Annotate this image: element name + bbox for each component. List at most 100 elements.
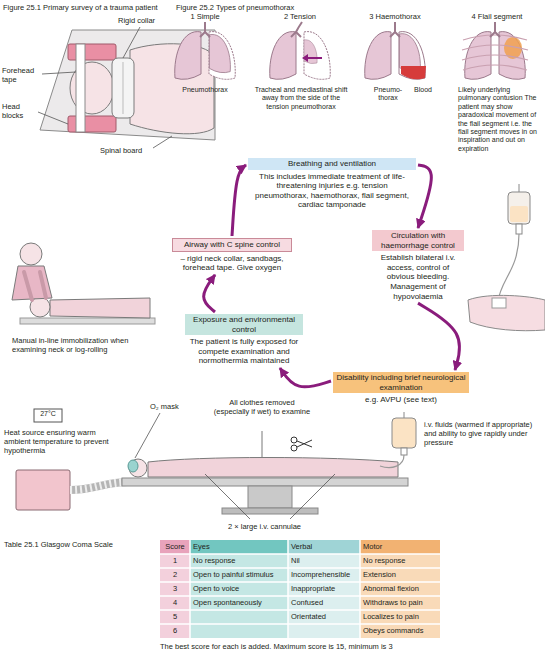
operating-scene-part xyxy=(290,474,335,519)
spinal-board-illustration-part xyxy=(123,62,124,114)
part-label: 2 × large i.v. cannulae xyxy=(228,522,301,531)
glasgow-table-grid-part xyxy=(160,540,190,554)
part-label: Head blocks xyxy=(2,102,40,120)
table-cell: Obeys commands xyxy=(363,626,423,635)
tension-pneumothorax-lungs-part xyxy=(270,32,296,80)
lung-caption: Tracheal and mediastinal shift away from… xyxy=(254,86,348,111)
figure-title: Figure 25.2 Types of pneumothorax xyxy=(176,3,294,12)
table-note: The best score for each is added. Maximu… xyxy=(160,642,393,651)
table-cell: Open to voice xyxy=(193,584,239,593)
operating-scene-part xyxy=(291,437,297,443)
cycle-arrow xyxy=(204,275,215,312)
box-heading: Airway with C spine control xyxy=(172,238,292,252)
box-heading: Exposure and environmental control xyxy=(185,314,303,335)
tension-pneumothorax-lungs-part xyxy=(302,54,308,62)
operating-scene-part xyxy=(404,412,405,418)
operating-scene-part xyxy=(262,431,263,457)
haemothorax-lungs xyxy=(365,22,426,79)
simple-pneumothorax-lungs-part xyxy=(209,34,230,72)
lung-heading: 4 Flail segment xyxy=(460,12,534,21)
part-label: Rigid collar xyxy=(118,16,155,25)
note-label: i.v. fluids (warmed if appropriate) and … xyxy=(424,420,536,447)
lung-caption: Blood xyxy=(408,86,438,94)
tension-pneumothorax-lungs xyxy=(270,22,331,79)
iv-arm-illustration-part xyxy=(508,192,530,224)
table-cell: Incomprehensible xyxy=(291,570,350,579)
table-cell: 5 xyxy=(160,612,190,621)
lung-heading: 1 Simple xyxy=(175,12,235,21)
disability-box: Disability including brief neurological … xyxy=(333,372,469,405)
table-title: Table 25.1 Glasgow Coma Scale xyxy=(4,540,113,549)
iv-arm-illustration-part xyxy=(498,234,519,302)
box-body: e.g. AVPU (see text) xyxy=(333,393,469,405)
lung-heading: 2 Tension xyxy=(270,12,330,21)
spinal-board-illustration-part xyxy=(38,112,68,124)
iv-arm-illustration-part xyxy=(492,298,506,308)
flail-segment-lungs-part xyxy=(462,35,528,70)
operating-scene-part xyxy=(34,409,62,422)
table-cell: Inappropriate xyxy=(291,584,335,593)
box-heading: Circulation with haemorrhage control xyxy=(372,230,464,251)
operating-scene-part xyxy=(205,474,250,519)
iv-arm-illustration-part xyxy=(468,295,545,330)
tension-pneumothorax-lungs-part xyxy=(291,22,302,37)
table-cell: Verbal xyxy=(291,542,312,551)
glasgow-table-grid-part xyxy=(190,540,288,554)
simple-pneumothorax-lungs xyxy=(175,22,236,79)
manual-immobilization-figure-part xyxy=(20,318,155,324)
glasgow-table-grid-part xyxy=(360,540,440,554)
spinal-board-illustration-part xyxy=(112,58,134,118)
lung-heading: 3 Haemothorax xyxy=(360,12,430,21)
flail-segment-lungs-part xyxy=(490,22,500,37)
table-cell: Open spontaneously xyxy=(193,598,262,607)
table-cell: No response xyxy=(363,556,406,565)
simple-pneumothorax-lungs-part-part xyxy=(209,34,230,72)
simple-pneumothorax-lungs-part xyxy=(200,22,210,37)
cycle-arrow xyxy=(280,368,331,387)
table-cell: Abnormal flexion xyxy=(363,584,419,593)
operating-scene-part xyxy=(401,448,407,455)
simple-pneumothorax-lungs-part xyxy=(175,32,201,80)
operating-scene-part xyxy=(297,441,312,447)
box-heading: Disability including brief neurological … xyxy=(333,372,469,393)
operating-scene-part xyxy=(70,482,128,490)
manual-immobilization-figure-part xyxy=(12,266,52,300)
table-cell: Motor xyxy=(363,542,382,551)
table-cell: Score xyxy=(160,542,190,551)
operating-scene-part xyxy=(135,413,160,458)
note-label: Heat source ensuring warm ambient temper… xyxy=(4,428,122,455)
iv-arm-illustration-part xyxy=(516,224,522,234)
lung-caption: Likely underlying pulmonary contusion Th… xyxy=(458,86,542,153)
box-body: – rigid neck collar, sandbags, forehead … xyxy=(172,252,292,273)
operating-scene-part xyxy=(222,508,318,514)
spinal-board-illustration-part xyxy=(123,27,140,58)
part-label: Forehead tape xyxy=(2,66,42,84)
box-body: This includes immediate treatment of lif… xyxy=(248,170,416,210)
airway-box: Airway with C spine control– rigid neck … xyxy=(172,238,292,273)
table-cell: 2 xyxy=(160,570,190,579)
part-label: Spinal board xyxy=(100,146,142,155)
operating-scene-part xyxy=(148,458,398,478)
table-cell: 6 xyxy=(160,626,190,635)
cycle-arrow xyxy=(418,165,431,228)
manual-immobilization-figure-part xyxy=(50,298,150,318)
figure-caption: Manual in-line immobilization when exami… xyxy=(12,336,162,354)
operating-scene-part xyxy=(70,482,128,490)
table-cell: 4 xyxy=(160,598,190,607)
box-heading: Breathing and ventilation xyxy=(248,158,416,170)
table-cell: Eyes xyxy=(193,542,210,551)
table-cell: Withdraws to pain xyxy=(363,598,423,607)
operating-scene xyxy=(16,409,416,519)
part-label: O₂ mask xyxy=(150,402,179,411)
operating-scene-part xyxy=(380,455,404,468)
iv-arm-illustration-part xyxy=(519,184,520,192)
table-cell: Localizes to pain xyxy=(363,612,419,621)
simple-pneumothorax-lungs-part xyxy=(209,32,235,80)
table-cell: 1 xyxy=(160,556,190,565)
box-body: Establish bilateral i.v. access, control… xyxy=(372,251,464,301)
operating-scene-part xyxy=(128,460,138,472)
table-cell: 3 xyxy=(160,584,190,593)
exposure-box: Exposure and environmental controlThe pa… xyxy=(185,314,303,366)
flail-segment-lungs xyxy=(462,22,528,79)
